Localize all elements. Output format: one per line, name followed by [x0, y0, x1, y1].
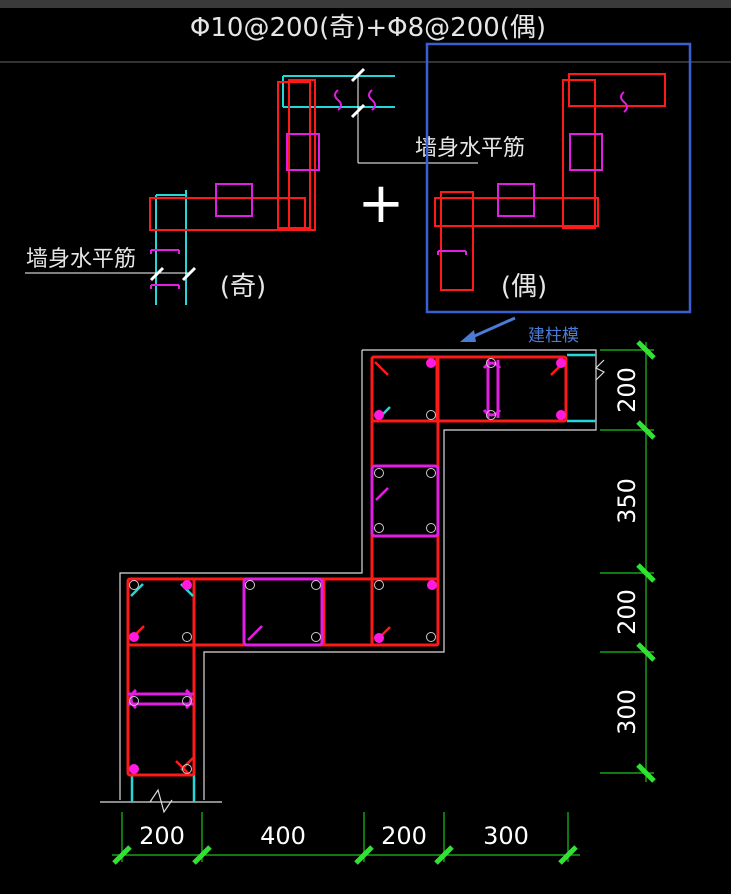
annotation-arrow	[460, 316, 516, 342]
h-dim-2: 400	[260, 822, 306, 850]
wall-bar-label-right: 墙身水平筋	[415, 136, 525, 161]
plan-stirrups	[126, 355, 568, 777]
vertical-dimension-ticks	[636, 340, 656, 783]
odd-left-wall-bars	[155, 190, 187, 305]
odd-leader-ticks	[149, 67, 366, 282]
v-dim-1: 200	[613, 367, 641, 413]
v-dim-3: 200	[613, 589, 641, 635]
rebar-formula-title: Φ10@200(奇)+Φ8@200(偶)	[190, 13, 546, 43]
hook-marks	[130, 361, 565, 776]
even-detail	[434, 73, 666, 291]
odd-stirrups	[149, 79, 316, 231]
h-dim-1: 200	[139, 822, 185, 850]
odd-leader-lines	[25, 75, 478, 274]
h-dim-3: 200	[381, 822, 427, 850]
even-stirrups	[434, 73, 666, 291]
even-label: (偶)	[501, 272, 547, 302]
top-bar	[0, 0, 731, 8]
plan-wall-bars	[130, 353, 596, 802]
h-dim-4: 300	[483, 822, 529, 850]
even-ties	[437, 91, 628, 255]
plan-ties	[128, 360, 502, 710]
odd-ties	[150, 89, 376, 289]
annotation-text: 建柱模	[528, 326, 579, 346]
v-dim-2: 350	[613, 478, 641, 524]
wall-bar-label-left: 墙身水平筋	[26, 247, 136, 272]
even-highlight-box	[425, 42, 692, 314]
wall-outline	[100, 349, 606, 814]
v-dim-4: 300	[613, 689, 641, 735]
plus-sign: +	[358, 171, 405, 236]
horizontal-dimension-ticks	[112, 845, 578, 865]
rebar-dots	[129, 358, 566, 774]
odd-label: (奇)	[220, 272, 266, 302]
odd-detail	[25, 67, 478, 305]
